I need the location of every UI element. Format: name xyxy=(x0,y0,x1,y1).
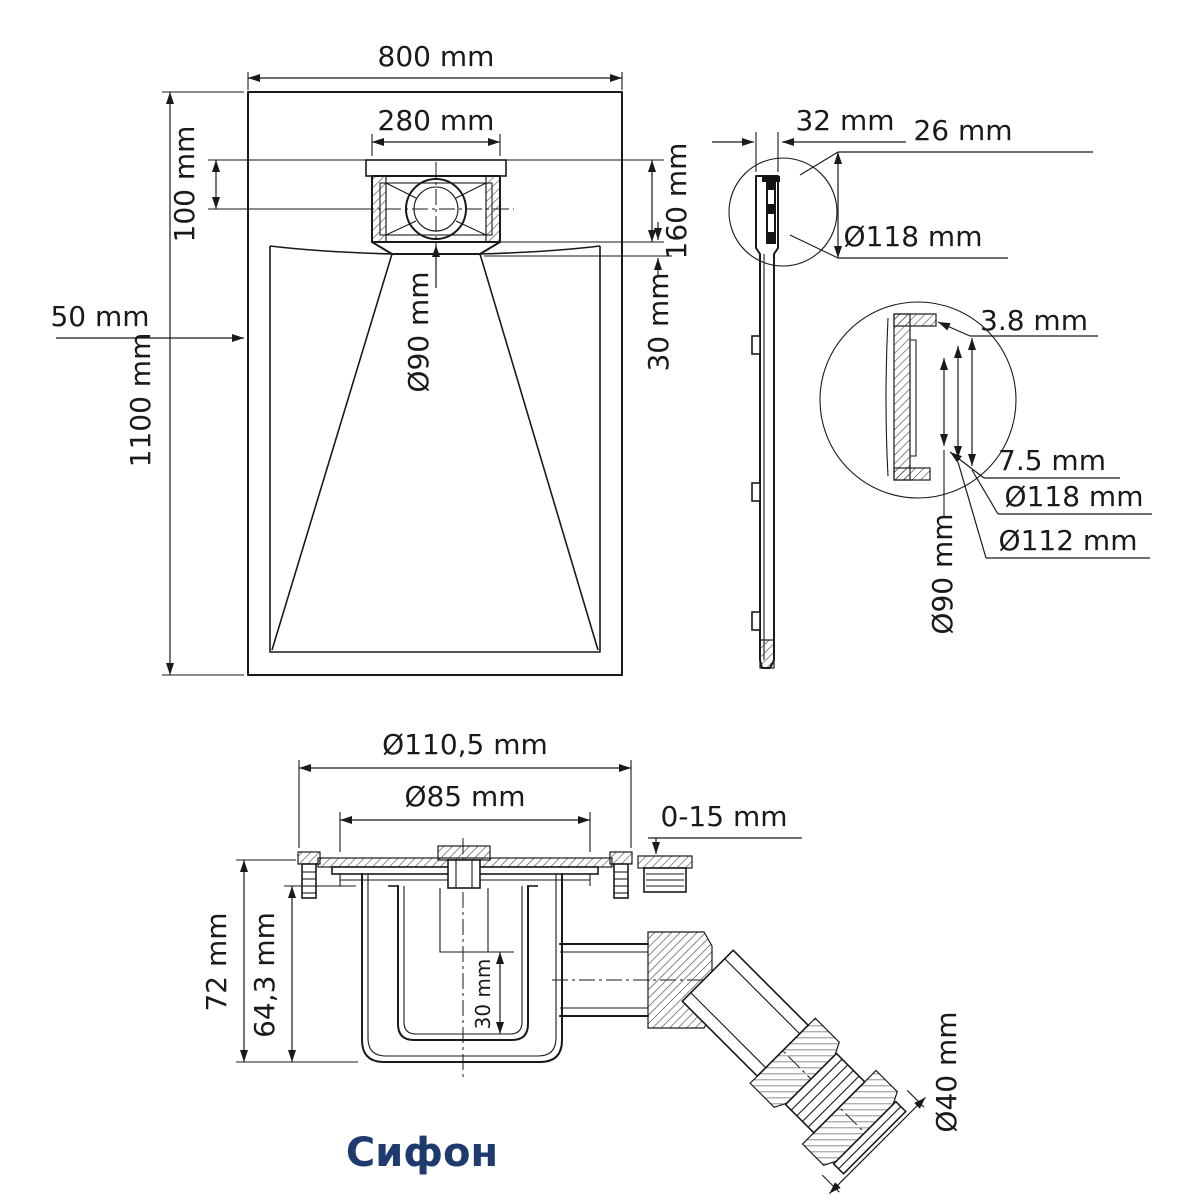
siphon-bowl xyxy=(361,873,563,1063)
wall-label: 50 mm xyxy=(50,300,149,333)
detail-outer-label: Ø118 mm xyxy=(1005,480,1144,513)
profile-boss-2 xyxy=(751,482,761,502)
plan-view: 800 mm 280 mm 100 mm 160 mm 30 mm Ø90 mm… xyxy=(50,40,693,676)
drain-unit-height-label: 160 mm xyxy=(660,143,693,260)
siphon-caption: Сифон xyxy=(346,1130,498,1176)
side-view: 32 mm 26 mm Ø118 mm 3.8 mm xyxy=(712,104,1152,669)
section-bottom-lip xyxy=(893,467,931,481)
profile-boss-3 xyxy=(751,611,761,631)
flange-screw-left xyxy=(297,851,321,899)
drain-hole-label: Ø90 mm xyxy=(402,271,435,392)
flange-inner-label: Ø85 mm xyxy=(404,780,525,813)
height-total-label: 72 mm xyxy=(200,912,233,1011)
detail-hole-label: Ø90 mm xyxy=(926,513,959,634)
section-wall xyxy=(893,313,911,481)
flange-diameter-label: Ø118 mm xyxy=(844,220,983,253)
detail-circle xyxy=(819,301,1017,499)
adjust-locknut xyxy=(637,855,693,893)
siphon-flange xyxy=(297,845,633,899)
detail-balloon-large: 3.8 mm 7.5 mm Ø118 mm Ø112 mm Ø90 mm xyxy=(819,301,1152,635)
detail-step-label: 7.5 mm xyxy=(998,444,1106,477)
drain-width-label: 280 mm xyxy=(378,104,495,137)
flange-outer-label: Ø110,5 mm xyxy=(382,728,548,761)
flange-core xyxy=(437,845,491,861)
siphon-view: Ø40 mm Ø110,5 mm Ø85 mm 0-15 mm 72 mm 64… xyxy=(200,728,963,1194)
drain-assembly xyxy=(358,159,514,256)
profile-boss-1 xyxy=(751,335,761,355)
tray-outer-outline xyxy=(247,91,623,676)
drain-offset-label: 100 mm xyxy=(168,126,201,243)
outlet-diameter-label: Ø40 mm xyxy=(930,1011,963,1132)
plan-width-label: 800 mm xyxy=(378,40,495,73)
inner-cup xyxy=(397,885,529,1041)
height-body-label: 64,3 mm xyxy=(248,912,281,1038)
tray-inner-top-left xyxy=(269,245,393,255)
profile-foot xyxy=(759,639,775,669)
detail-middle-label: Ø112 mm xyxy=(999,524,1138,557)
detail-lip-label: 3.8 mm xyxy=(980,304,1088,337)
flange-height-label: 26 mm xyxy=(913,114,1012,147)
tray-inner-outline xyxy=(269,246,601,653)
tray-length-label: 1100 mm xyxy=(124,333,157,468)
tray-inner-top-right xyxy=(479,245,601,255)
slope-line-left xyxy=(271,253,393,651)
thickness-label: 32 mm xyxy=(795,104,894,137)
adjustment-label: 0-15 mm xyxy=(661,800,788,833)
cup-depth-label: 30 mm xyxy=(471,959,495,1030)
flange-section-dark xyxy=(766,178,776,244)
rim-depth-label: 30 mm xyxy=(642,272,675,371)
bowl-outer-wall xyxy=(361,873,563,1063)
elbow-assembly xyxy=(681,949,926,1194)
slope-line-right xyxy=(479,253,599,651)
inner-tube xyxy=(439,888,489,953)
flange-screw-right xyxy=(609,851,633,899)
dim-line-40 xyxy=(828,1096,926,1194)
